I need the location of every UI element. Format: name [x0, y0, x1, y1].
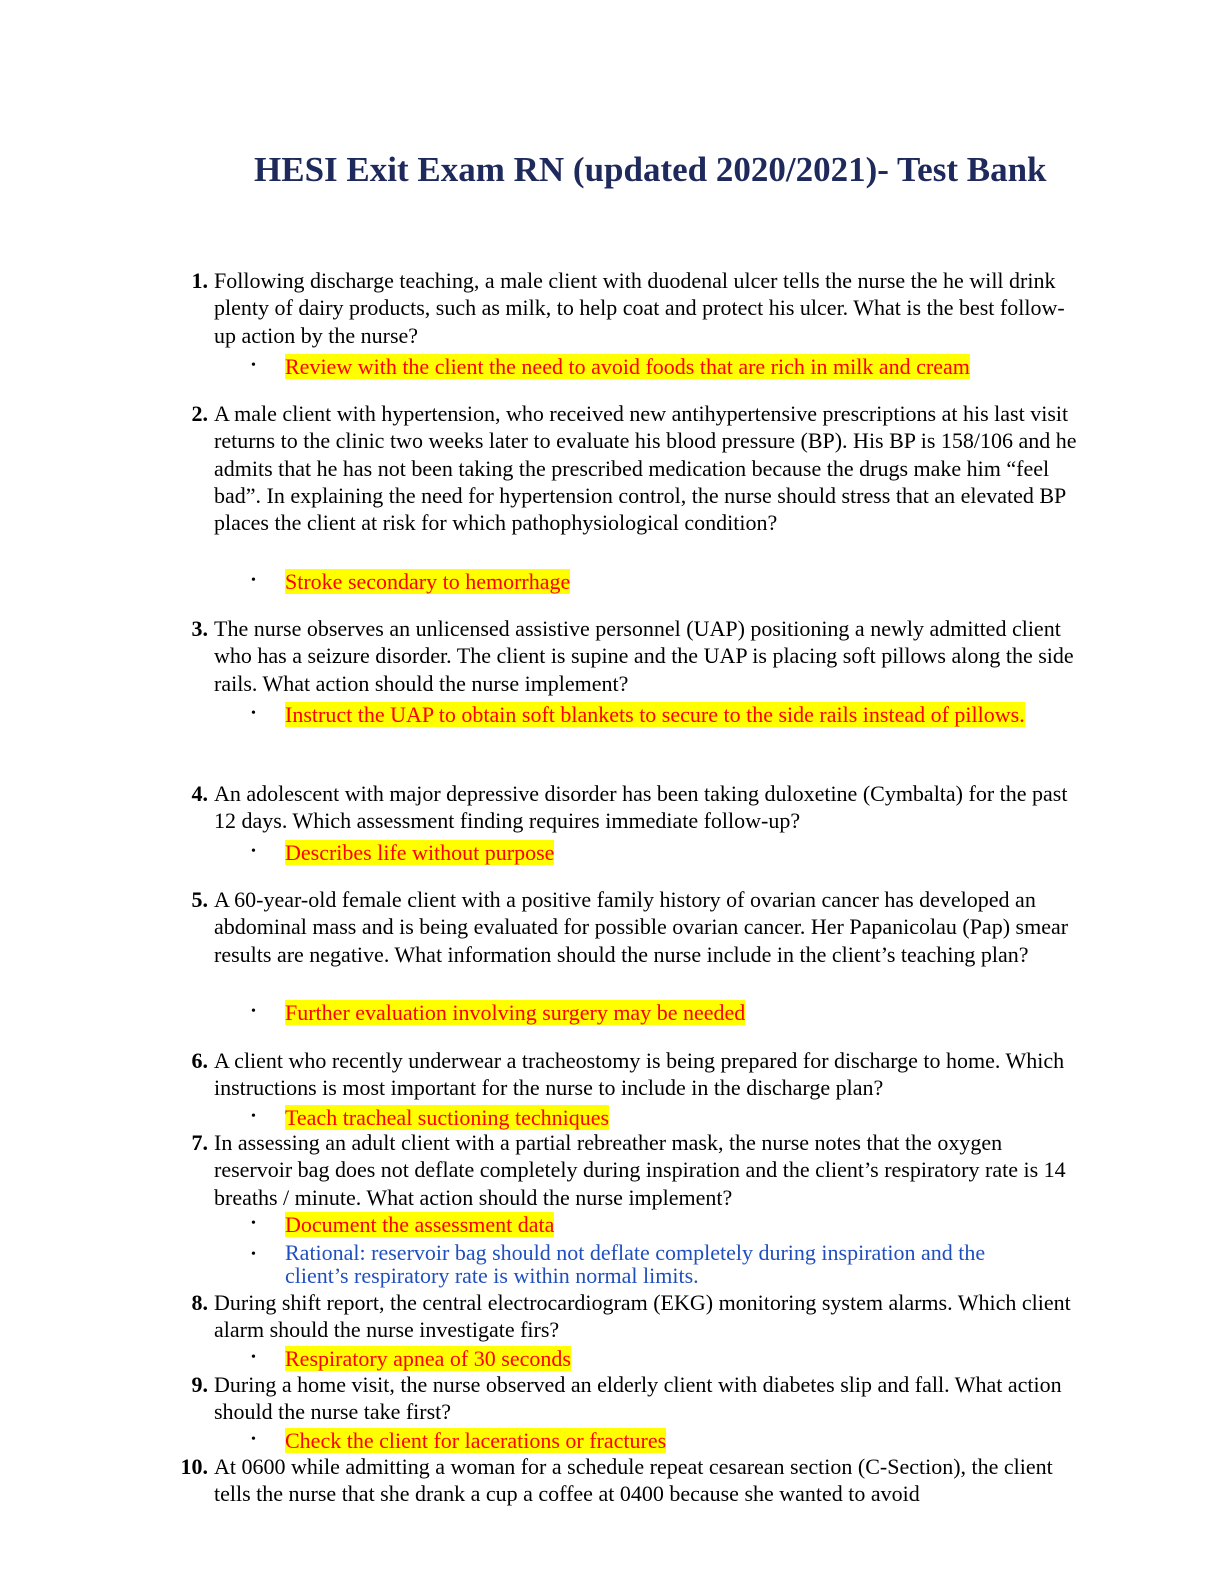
- bullet-icon: •: [251, 844, 256, 859]
- bullet-icon: •: [251, 573, 256, 588]
- bullet-icon: •: [251, 1216, 256, 1231]
- answer-text: Teach tracheal suctioning techniques: [285, 1105, 610, 1130]
- question-number: 8.: [191, 1290, 209, 1315]
- answer-text: Describes life without purpose: [285, 840, 555, 865]
- question-text: During shift report, the central electro…: [214, 1290, 1071, 1343]
- answer-text: Document the assessment data: [285, 1212, 555, 1237]
- question-text: In assessing an adult client with a part…: [214, 1130, 1066, 1210]
- question-number: 10.: [180, 1454, 209, 1479]
- answer-text: Further evaluation involving surgery may…: [285, 1000, 746, 1025]
- bullet-icon: •: [251, 706, 256, 721]
- answer-text: Stroke secondary to hemorrhage: [285, 569, 571, 594]
- bullet-icon: •: [251, 1004, 256, 1019]
- bullet-icon: •: [251, 1350, 256, 1365]
- answer-text: Check the client for lacerations or frac…: [285, 1428, 667, 1453]
- document-title: HESI Exit Exam RN (updated 2020/2021)- T…: [254, 150, 1047, 189]
- answer-text: Instruct the UAP to obtain soft blankets…: [285, 702, 1025, 727]
- question-number: 7.: [191, 1130, 209, 1155]
- rational-text: Rational: reservoir bag should not defla…: [285, 1240, 986, 1288]
- answer-text: Review with the client the need to avoid…: [285, 354, 970, 379]
- question-text: The nurse observes an unlicensed assisti…: [214, 616, 1074, 696]
- question-text: During a home visit, the nurse observed …: [214, 1372, 1062, 1425]
- question-number: 5.: [191, 887, 209, 912]
- bullet-icon: •: [251, 1109, 256, 1124]
- question-text: A client who recently underwear a trache…: [214, 1048, 1065, 1101]
- question-number: 9.: [191, 1372, 209, 1397]
- bullet-icon: •: [251, 358, 256, 373]
- bullet-icon: •: [251, 1432, 256, 1447]
- question-text: A 60-year-old female client with a posit…: [214, 887, 1069, 967]
- question-text: At 0600 while admitting a woman for a sc…: [214, 1454, 1053, 1507]
- question-text: Following discharge teaching, a male cli…: [214, 268, 1065, 348]
- question-text: An adolescent with major depressive diso…: [214, 781, 1068, 834]
- question-text: A male client with hypertension, who rec…: [214, 401, 1077, 536]
- question-number: 1.: [191, 268, 209, 293]
- question-number: 4.: [191, 781, 209, 806]
- question-number: 2.: [191, 401, 209, 426]
- bullet-icon: •: [251, 1247, 256, 1262]
- answer-text: Respiratory apnea of 30 seconds: [285, 1346, 571, 1371]
- question-number: 6.: [191, 1048, 209, 1073]
- question-number: 3.: [191, 616, 209, 641]
